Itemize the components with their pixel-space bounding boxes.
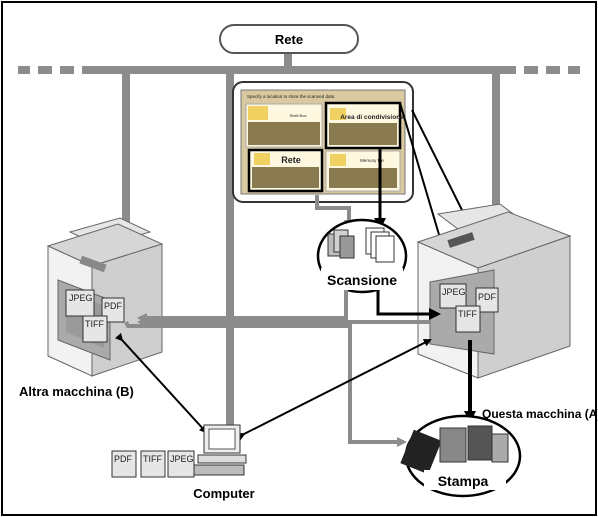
svg-text:Rete: Rete (281, 155, 301, 165)
scan-to-a-arrow (376, 290, 441, 320)
machine-b-label: Altra macchina (B) (19, 384, 134, 399)
network-pill: Rete (219, 24, 359, 54)
a-computer-arrow (236, 339, 432, 441)
computer (193, 424, 247, 476)
scan-label: Scansione (327, 272, 397, 288)
computer-label: Computer (193, 486, 254, 501)
b-to-print-arrow (124, 321, 407, 447)
b-computer-arrow (115, 332, 208, 434)
svg-text:JPEG: JPEG (442, 287, 466, 297)
svg-text:PDF: PDF (104, 301, 123, 311)
svg-text:Shell Box: Shell Box (290, 113, 307, 118)
machine-a-files: JPEG PDF TIFF (439, 283, 499, 333)
svg-text:Memory Me: Memory Me (360, 158, 384, 163)
screen-header: Specify a location to store the scanned … (247, 94, 335, 99)
print-label: Stampa (438, 473, 489, 489)
svg-text:TIFF: TIFF (458, 309, 477, 319)
callout-line-1 (399, 102, 441, 239)
machine-b (46, 217, 164, 377)
network-backbone (18, 46, 580, 430)
svg-text:JPEG: JPEG (69, 293, 93, 303)
machine-a (416, 203, 572, 379)
machine-a-label: Questa macchina (A) (482, 407, 598, 421)
screen-to-scan-arrow-gray (315, 195, 354, 230)
machine-b-files: JPEG PDF TIFF (65, 289, 125, 343)
print-group: Stampa (400, 414, 522, 498)
tile-area-di-condivisione[interactable]: Area di condivisione (324, 101, 404, 150)
svg-text:TIFF: TIFF (143, 454, 162, 464)
tile-shell-box[interactable]: Shell Box (245, 103, 323, 148)
scan-group: Scansione (316, 218, 408, 294)
computer-files: PDF TIFF JPEG (111, 450, 195, 478)
svg-text:PDF: PDF (114, 454, 133, 464)
svg-text:PDF: PDF (478, 292, 497, 302)
svg-text:Area di condivisione: Area di condivisione (340, 114, 404, 121)
tile-memory-media[interactable]: Memory Me (325, 150, 401, 192)
tile-rete[interactable]: Rete (247, 148, 324, 193)
network-label: Rete (275, 32, 303, 47)
scan-to-b-arrow (137, 290, 348, 323)
svg-text:TIFF: TIFF (85, 319, 104, 329)
svg-text:JPEG: JPEG (170, 454, 194, 464)
scan-destination-screen: Specify a location to store the scanned … (232, 81, 414, 203)
